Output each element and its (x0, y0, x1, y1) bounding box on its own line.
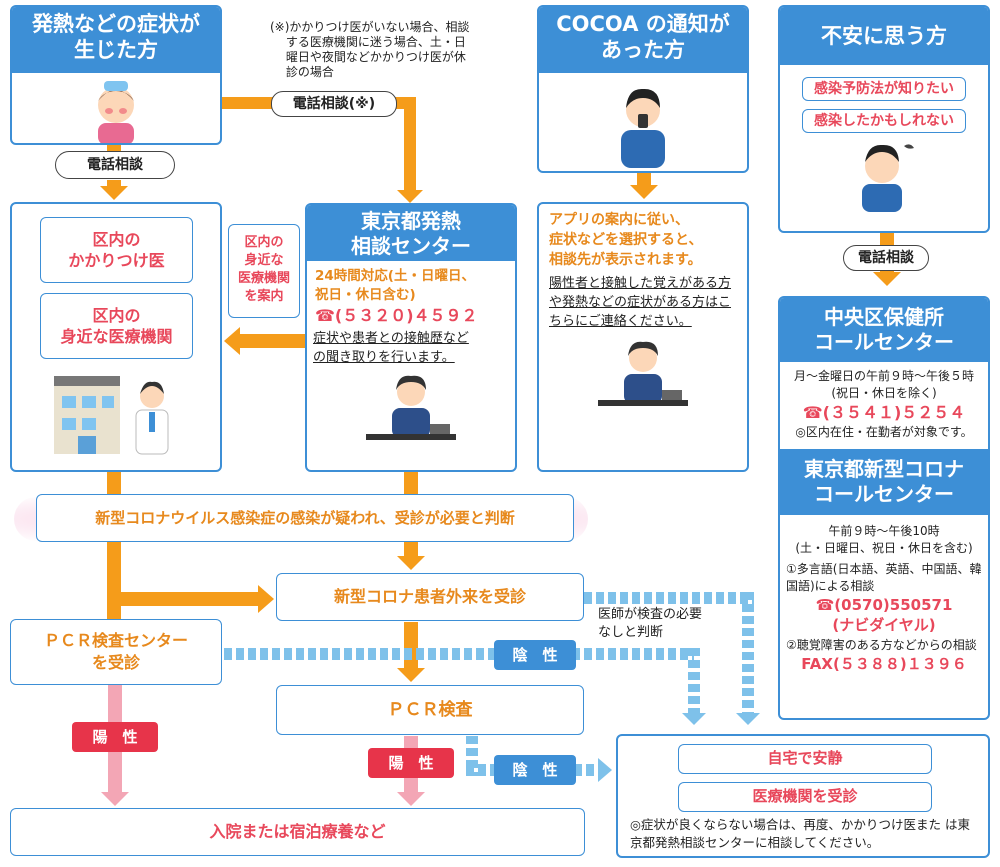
dotted-outpatient-doctor (584, 592, 754, 604)
fever-center-title: 東京都発熱 相談センター (307, 205, 515, 261)
clinic-doctor-icon (52, 370, 182, 460)
anxious-box: 不安に思う方 感染予防法が知りたい 感染したかもしれない (778, 5, 990, 233)
note-text: (※)かかりつけ医がいない場合、相談 する医療機関に迷う場合、土・日 曜日や夜間… (270, 20, 470, 79)
operator-icon (307, 367, 515, 447)
home-rest-box: 自宅で安静 医療機関を受診 ◎症状が良くならない場合は、再度、かかりつけ医また … (616, 734, 990, 858)
arrow-head (397, 556, 425, 570)
nearby-clinic-item: 区内の 身近な医療機関 (40, 293, 193, 359)
health-center-hours: 月～金曜日の午前９時～午後５時 (祝日・休日を除く) (793, 369, 974, 400)
tokyo-callcenter-hours: 午前９時～午後10時 (土・日曜日、祝日・休日を含む) (795, 524, 973, 555)
anxious-tag-infected: 感染したかもしれない (802, 109, 966, 133)
home-note: ◎症状が良くならない場合は、再度、かかりつけ医また は東京都発熱相談センターに相… (630, 817, 971, 850)
arrow-head (736, 713, 760, 725)
hospital-box: 入院または宿泊療養など (10, 808, 585, 856)
phone-consult-note: 電話相談(※) (271, 91, 397, 117)
arrow-head (397, 668, 425, 682)
judgement-banner: 新型コロナウイルス感染症の感染が疑われ、受診が必要と判断 (36, 494, 574, 542)
arrow-head (100, 186, 128, 200)
positive-badge-1: 陽 性 (72, 722, 158, 752)
cocoa-box: COCOA の通知が あった方 (537, 5, 749, 173)
arrow-head (101, 792, 129, 806)
arrow-head (598, 758, 612, 782)
tokyo-callcenter-title: 東京都新型コロナ コールセンター (780, 449, 988, 515)
arrow-center-to-left (240, 334, 306, 348)
dotted-down-b (742, 592, 754, 714)
arrow-head (682, 713, 706, 725)
cocoa-info-box: アプリの案内に従い、 症状などを選択すると、 相談先が表示されます。 陽性者と接… (537, 202, 749, 472)
anxious-tag-prevention: 感染予防法が知りたい (802, 77, 966, 101)
doctor-note: 医師が検査の必要 なしと判断 (598, 607, 703, 640)
fever-center-box: 東京都発熱 相談センター 24時間対応(土・日曜日、 祝日・休日含む) ☎(５３… (305, 203, 517, 472)
family-doctor-item: 区内の かかりつけ医 (40, 217, 193, 283)
health-center-tel: ☎(３５４１)５２５４ (802, 403, 966, 422)
arrow-head (630, 185, 658, 199)
cocoa-instruction: アプリの案内に従い、 症状などを選択すると、 相談先が表示されます。 (549, 212, 703, 268)
visit-clinic-item: 医療機関を受診 (678, 782, 932, 812)
dotted-pcrcenter-negative (224, 648, 694, 660)
guide-note: 区内の 身近な 医療機関 を案内 (228, 224, 300, 318)
fever-box: 発熱などの症状が 生じた方 (10, 5, 222, 145)
fever-phone-consult: 電話相談 (55, 151, 175, 179)
tokyo-callcenter-tel: ☎(0570)550571 (ナビダイヤル) (815, 596, 953, 634)
pcr-box: ＰＣＲ検査 (276, 685, 584, 735)
phone-user-icon (539, 73, 747, 171)
positive-badge-2: 陽 性 (368, 748, 454, 778)
anxious-title: 不安に思う方 (780, 7, 988, 65)
cocoa-contact-text: 陽性者と接触した覚えがある方や発熱などの症状がある方はこちらにご連絡ください。 (549, 276, 732, 329)
arrow-head (258, 585, 274, 613)
arrow-outpatient-down (404, 622, 418, 670)
home-rest-item: 自宅で安静 (678, 744, 932, 774)
tokyo-fax-label: ②聴覚障害のある方などからの相談 (786, 638, 977, 652)
arrow-cocoa-down (637, 172, 651, 187)
negative-badge-2: 陰 性 (494, 755, 576, 785)
left-clinic-box: 区内の かかりつけ医 区内の 身近な医療機関 (10, 202, 222, 472)
outpatient-box: 新型コロナ患者外来を受診 (276, 573, 584, 621)
call-centers-box: 中央区保健所 コールセンター 月～金曜日の午前９時～午後５時 (祝日・休日を除く… (778, 296, 990, 720)
tokyo-fax: FAX(５３８８)１３９６ (801, 655, 967, 673)
arrow-center-down (404, 472, 418, 494)
health-center-title: 中央区保健所 コールセンター (780, 298, 988, 362)
arrow-head (397, 792, 425, 806)
fever-center-text: 症状や患者との接触歴など の聞き取りを行います。 (313, 331, 469, 365)
arrow-head (224, 327, 240, 355)
arrow-left-to-outpatient (120, 592, 260, 606)
anxious-phone-consult: 電話相談 (843, 245, 929, 271)
negative-badge-1: 陰 性 (494, 640, 576, 670)
health-center-note: ◎区内在住・在勤者が対象です。 (795, 425, 973, 439)
arrow-shaft (404, 97, 416, 193)
fever-center-tel: ☎(５３２０)４５９２ (315, 306, 478, 325)
cocoa-title: COCOA の通知が あった方 (539, 7, 747, 73)
arrow-head (397, 190, 423, 203)
pcr-center-box: ＰＣＲ検査センター を受診 (10, 619, 222, 685)
operator-icon-2 (539, 331, 747, 415)
fever-title: 発熱などの症状が 生じた方 (12, 7, 220, 73)
fever-center-hours: 24時間対応(土・日曜日、 祝日・休日含む) (315, 268, 475, 303)
arrow-head (873, 272, 901, 286)
dotted-down-a (688, 648, 700, 714)
tokyo-multilingual: ①多言語(日本語、英語、中国語、韓国語)による相談 (786, 562, 982, 593)
arrow-judgement-down (404, 542, 418, 558)
arrow-shaft (107, 180, 121, 188)
worried-person-icon (780, 133, 988, 215)
sick-person-icon (12, 73, 220, 143)
